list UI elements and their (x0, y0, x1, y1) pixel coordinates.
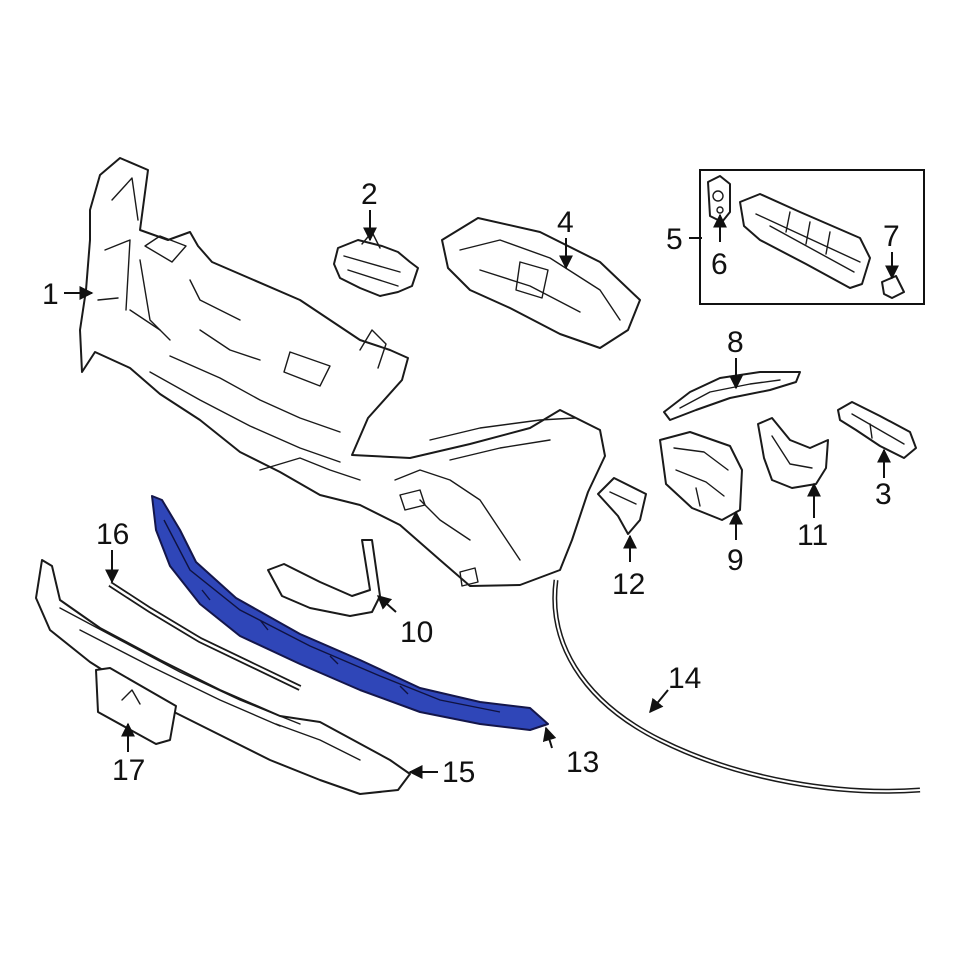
callout-4: 4 (557, 206, 574, 239)
highlighted-part-shape (151, 495, 549, 731)
callout-1: 1 (42, 278, 59, 311)
leader-lines (64, 210, 899, 779)
callout-17: 17 (112, 754, 145, 787)
part-10-trim (267, 539, 381, 617)
callout-3: 3 (875, 478, 892, 511)
part-3-bracket (837, 401, 917, 459)
callout-6: 6 (711, 248, 728, 281)
part-9-bracket (659, 431, 743, 521)
part-13-lower-spoiler-highlighted (151, 495, 549, 731)
callout-8: 8 (727, 326, 744, 359)
part-2-bracket (333, 231, 419, 297)
part-11-bracket (757, 417, 829, 489)
callout-15: 15 (442, 756, 475, 789)
callout-10: 10 (400, 616, 433, 649)
part-14-molding-strip (552, 579, 921, 794)
part-15-lower-cover (35, 559, 411, 795)
callout-5: 5 (666, 223, 683, 256)
part-16-strip (108, 581, 302, 691)
callout-12: 12 (612, 568, 645, 601)
part-17-plate (95, 667, 177, 745)
callout-2: 2 (361, 178, 378, 211)
part-1-bumper-frame (79, 157, 606, 587)
callout-11: 11 (797, 519, 828, 552)
part-5-grille-bracket (739, 193, 871, 289)
part-4-upper-cover (441, 217, 641, 349)
part-6-clip (707, 175, 731, 223)
part-12-bracket (597, 477, 647, 535)
callout-16: 16 (96, 518, 129, 551)
part-8-strip (663, 371, 801, 421)
inset-5-6-7 (699, 169, 925, 305)
callout-13: 13 (566, 746, 599, 779)
callout-7: 7 (883, 220, 900, 253)
callout-9: 9 (727, 544, 744, 577)
part-7-nut (881, 275, 905, 299)
callout-14: 14 (668, 662, 701, 695)
callout-labels: 1 2 3 4 5 6 7 8 9 10 11 12 13 14 15 16 1… (42, 178, 900, 789)
